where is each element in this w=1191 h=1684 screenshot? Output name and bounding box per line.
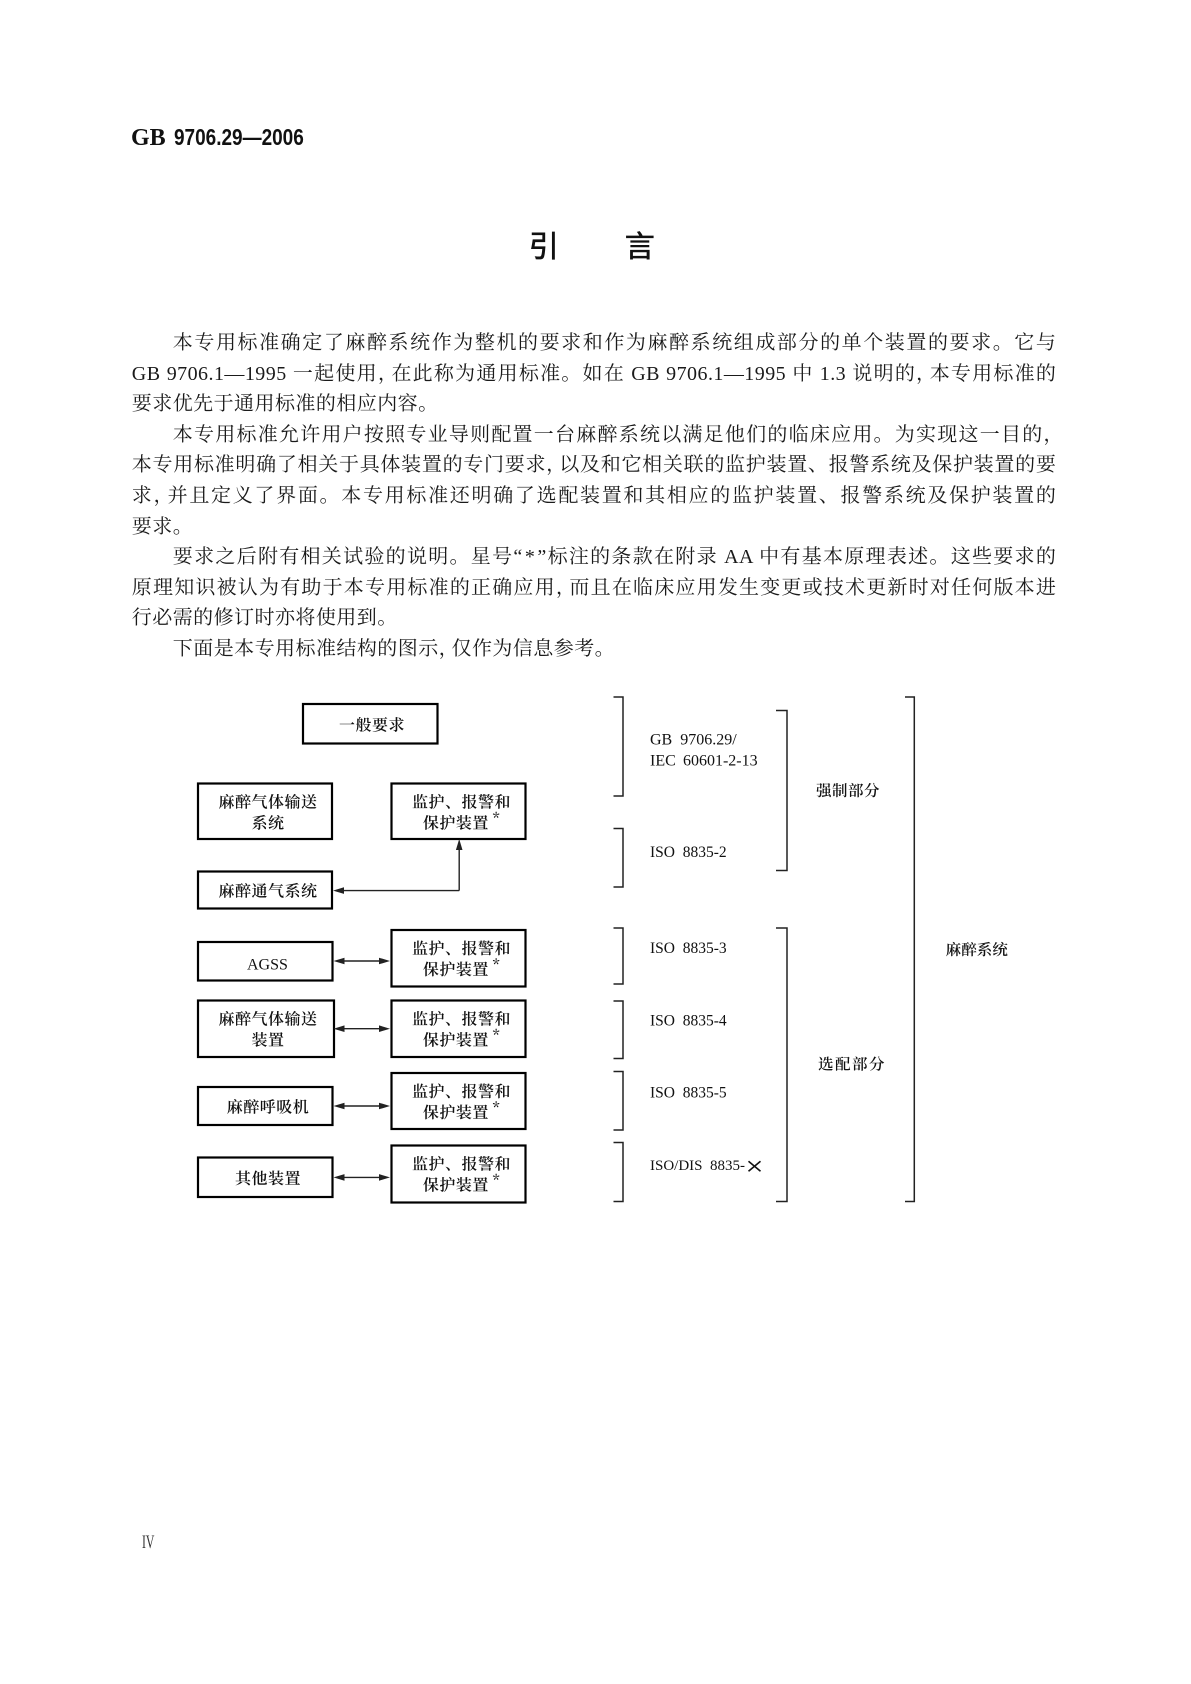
svg-text:监护、报警和: 监护、报警和: [412, 790, 511, 813]
svg-text:保护装置 *: 保护装置 *: [423, 954, 500, 981]
svg-text:监护、报警和: 监护、报警和: [412, 1007, 511, 1030]
svg-text:ISO/DIS 8835-: ISO/DIS 8835-: [650, 1158, 745, 1174]
svg-text:监护、报警和: 监护、报警和: [412, 1152, 511, 1175]
svg-text:ISO 8835-2: ISO 8835-2: [650, 844, 727, 861]
svg-text:监护、报警和: 监护、报警和: [412, 936, 511, 959]
svg-text:ISO 8835-5: ISO 8835-5: [650, 1085, 727, 1102]
svg-text:保护装置 *: 保护装置 *: [423, 807, 500, 834]
svg-text:选配部分: 选配部分: [818, 1053, 886, 1075]
svg-text:麻醉呼吸机: 麻醉呼吸机: [227, 1095, 310, 1118]
svg-text:保护装置 *: 保护装置 *: [423, 1097, 500, 1124]
svg-text:ISO 8835-3: ISO 8835-3: [650, 940, 727, 957]
svg-text:IEC 60601-2-13: IEC 60601-2-13: [650, 753, 758, 770]
svg-text:强制部分: 强制部分: [816, 779, 880, 801]
svg-text:系统: 系统: [251, 811, 284, 834]
svg-text:保护装置 *: 保护装置 *: [423, 1169, 500, 1196]
svg-text:一般要求: 一般要求: [339, 713, 405, 736]
svg-text:麻醉气体输送: 麻醉气体输送: [218, 790, 317, 813]
svg-text:监护、报警和: 监护、报警和: [412, 1079, 511, 1102]
svg-text:装置: 装置: [251, 1028, 284, 1051]
svg-text:GB 9706.29/: GB 9706.29/: [650, 732, 737, 749]
svg-text:其他装置: 其他装置: [235, 1166, 301, 1189]
svg-text:麻醉系统: 麻醉系统: [946, 938, 1009, 960]
svg-text:麻醉气体输送: 麻醉气体输送: [218, 1007, 317, 1030]
svg-text:保护装置 *: 保护装置 *: [423, 1024, 500, 1051]
svg-text:AGSS: AGSS: [247, 957, 288, 974]
svg-text:麻醉通气系统: 麻醉通气系统: [218, 879, 317, 902]
svg-text:ISO 8835-4: ISO 8835-4: [650, 1013, 727, 1030]
